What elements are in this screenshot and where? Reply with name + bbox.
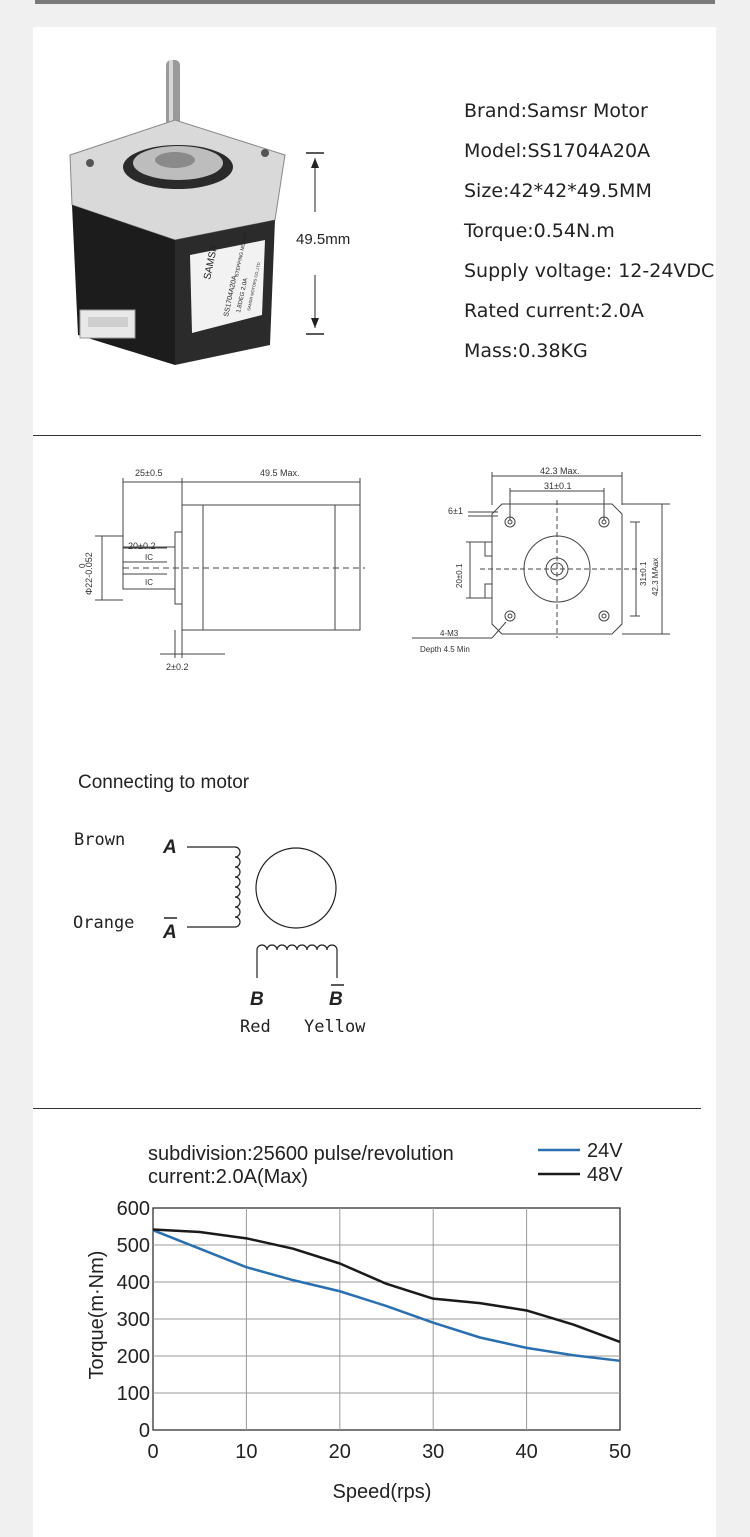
wiring-heading: Connecting to motor — [78, 772, 250, 793]
svg-text:20±0.2: 20±0.2 — [128, 541, 155, 551]
svg-text:Depth 4.5 Min: Depth 4.5 Min — [420, 645, 470, 654]
torque-speed-chart: subdivision:25600 pulse/revolution curre… — [86, 1140, 631, 1503]
svg-text:31±0.1: 31±0.1 — [639, 561, 648, 586]
svg-text:A: A — [162, 837, 177, 858]
legend-label-48V: 48V — [587, 1164, 623, 1186]
x-tick-label: 20 — [329, 1441, 351, 1463]
y-tick-label: 500 — [117, 1235, 150, 1257]
divider — [33, 435, 701, 436]
spec-current: Rated current:2.0A — [464, 300, 644, 322]
spec-torque: Torque:0.54N.m — [464, 220, 615, 242]
svg-text:49.5 Max.: 49.5 Max. — [260, 468, 300, 478]
motor-label — [190, 240, 265, 333]
wiring-diagram: A A B B — [162, 837, 344, 1010]
x-tick-label: 10 — [235, 1441, 257, 1463]
side-view-drawing: 25±0.5 49.5 Max. 20±0.2 IC IC Φ22-0.052 … — [78, 468, 365, 672]
spec-size: Size:42*42*49.5MM — [464, 180, 652, 202]
chart-ylabel: Torque(m·Nm) — [86, 1251, 108, 1380]
chart-title-line1: subdivision:25600 pulse/revolution — [148, 1143, 454, 1165]
chart-title-line2: current:2.0A(Max) — [148, 1166, 308, 1188]
series-line-48V — [152, 1228, 621, 1344]
front-view-drawing: 42.3 Max. 31±0.1 6±1 20±0.1 31±0.1 42.3 … — [412, 466, 670, 654]
spec-mass: Mass:0.38KG — [464, 340, 588, 362]
height-label: 49.5mm — [296, 231, 351, 248]
wire-label-yellow: Yellow — [304, 1017, 366, 1037]
svg-text:31±0.1: 31±0.1 — [544, 481, 571, 491]
x-tick-label: 40 — [515, 1441, 537, 1463]
wire-label-red: Red — [240, 1017, 271, 1037]
x-tick-label: 0 — [147, 1441, 158, 1463]
wire-label-orange: Orange — [73, 913, 135, 933]
spec-model: Model:SS1704A20A — [464, 140, 651, 162]
divider — [33, 1108, 701, 1109]
svg-text:42.3 Max.: 42.3 Max. — [540, 466, 580, 476]
svg-text:B: B — [329, 989, 343, 1010]
y-tick-label: 400 — [117, 1272, 150, 1294]
top-bar — [35, 0, 715, 4]
series-line-24V — [152, 1229, 621, 1363]
svg-text:25±0.5: 25±0.5 — [135, 468, 162, 478]
svg-text:0: 0 — [78, 563, 87, 568]
svg-text:20±0.1: 20±0.1 — [455, 563, 464, 588]
y-tick-label: 600 — [117, 1198, 150, 1220]
svg-text:IC: IC — [145, 578, 153, 587]
y-tick-label: 200 — [117, 1346, 150, 1368]
wire-label-brown: Brown — [74, 830, 126, 850]
x-tick-label: 30 — [422, 1441, 444, 1463]
y-tick-label: 0 — [139, 1420, 150, 1442]
svg-text:6±1: 6±1 — [448, 506, 463, 516]
svg-text:A: A — [162, 922, 177, 943]
legend-label-24V: 24V — [587, 1140, 623, 1162]
svg-text:B: B — [250, 989, 264, 1010]
svg-text:Φ22-0.052: Φ22-0.052 — [84, 552, 94, 595]
svg-text:42.3 MAax: 42.3 MAax — [651, 558, 660, 596]
x-tick-label: 50 — [609, 1441, 631, 1463]
spec-brand: Brand:Samsr Motor — [464, 100, 648, 122]
svg-text:4-M3: 4-M3 — [440, 629, 459, 638]
svg-text:IC: IC — [145, 553, 153, 562]
y-tick-label: 100 — [117, 1383, 150, 1405]
height-dimension — [306, 152, 324, 335]
y-tick-label: 300 — [117, 1309, 150, 1331]
svg-text:2±0.2: 2±0.2 — [166, 662, 188, 672]
motor-photo: SAMSR SS1704A20A 1.8DEG 2.0A SAMSR MOTOR… — [69, 60, 286, 365]
spec-voltage: Supply voltage: 12-24VDC — [464, 260, 715, 282]
chart-xlabel: Speed(rps) — [333, 1481, 432, 1503]
